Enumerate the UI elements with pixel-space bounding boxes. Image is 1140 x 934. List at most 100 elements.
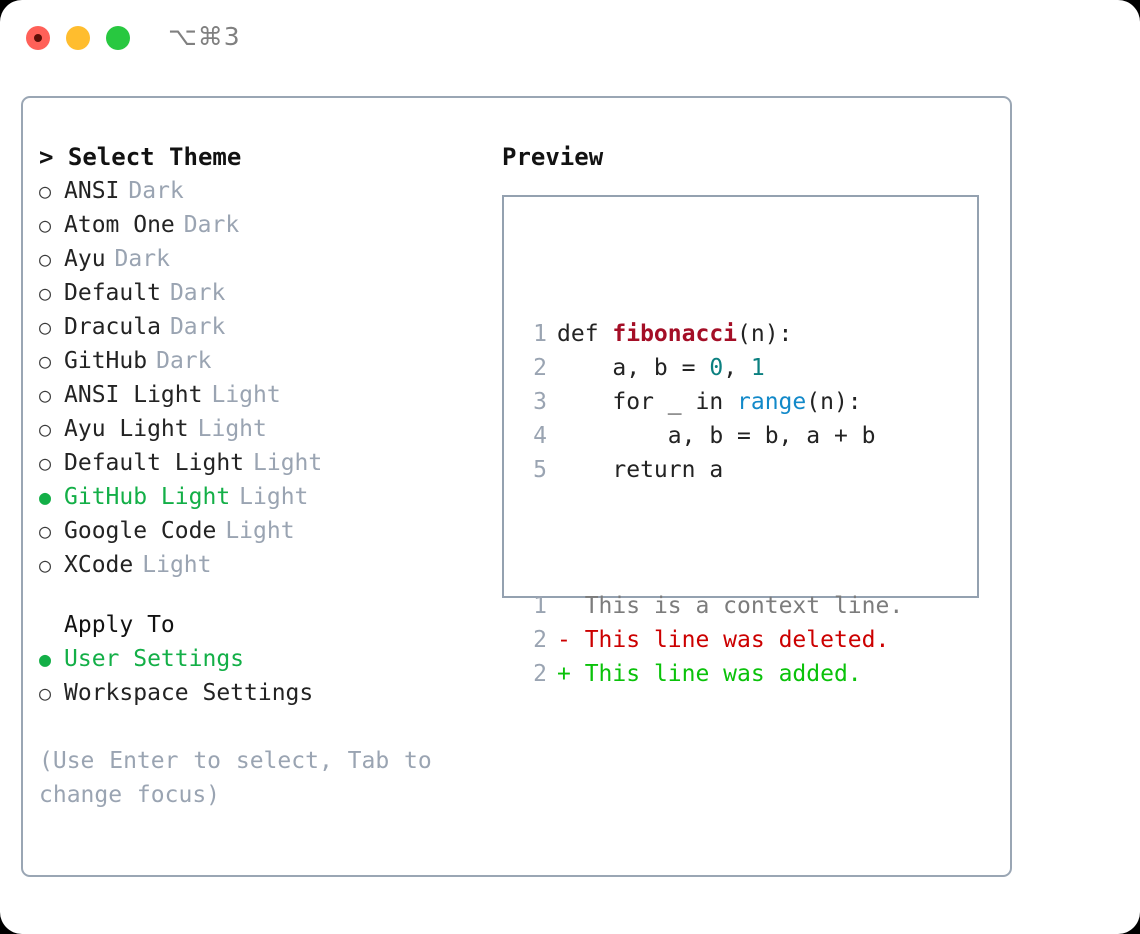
diff-text: This line was deleted.: [584, 627, 890, 653]
theme-variant-label: Light: [211, 382, 281, 408]
diff-marker: -: [557, 627, 585, 653]
apply-to-label: User Settings: [64, 646, 245, 672]
code-token: a, b = b, a + b: [557, 423, 876, 449]
theme-option-row[interactable]: ○ Ayu Light Light: [39, 412, 499, 446]
minimize-button[interactable]: [66, 26, 90, 50]
diff-text: This is a context line.: [584, 593, 904, 619]
diff-marker: [557, 593, 585, 619]
keyboard-hint-text: (Use Enter to select, Tab to change focu…: [39, 748, 432, 808]
code-line: 5 return a: [523, 453, 903, 487]
theme-option-row[interactable]: ○ ANSI Light Light: [39, 378, 499, 412]
theme-variant-label: Dark: [183, 212, 240, 238]
theme-option-row[interactable]: ○ GitHub Dark: [39, 344, 499, 378]
theme-variant-label: Dark: [114, 246, 170, 272]
radio-unselected-icon[interactable]: ○: [39, 519, 52, 543]
theme-option-row[interactable]: ○ Ayu Dark: [39, 242, 499, 276]
window-controls: [26, 26, 130, 50]
theme-option-row[interactable]: ○ Atom One Dark: [39, 208, 499, 242]
diff-lines: 1 This is a context line.2- This line wa…: [523, 589, 903, 691]
apply-to-option-row[interactable]: ○ Workspace Settings: [39, 676, 499, 710]
theme-variant-label: Light: [197, 416, 267, 442]
close-button[interactable]: [26, 26, 50, 50]
theme-variant-label: Dark: [128, 178, 184, 204]
theme-option-row[interactable]: ○ Default Light Light: [39, 446, 499, 480]
radio-unselected-icon[interactable]: ○: [39, 417, 52, 441]
apply-to-option-row[interactable]: ● User Settings: [39, 642, 499, 676]
theme-name-label: GitHub Light: [64, 484, 231, 510]
zoom-button[interactable]: [106, 26, 130, 50]
code-line: 4 a, b = b, a + b: [523, 419, 903, 453]
radio-unselected-icon[interactable]: ○: [39, 681, 52, 705]
theme-variant-label: Dark: [169, 314, 226, 340]
apply-to-label: Workspace Settings: [64, 680, 314, 706]
line-number: 5: [533, 457, 547, 483]
theme-option-row[interactable]: ○ XCode Light: [39, 548, 499, 582]
theme-name-label: GitHub: [64, 348, 148, 374]
apply-to-list[interactable]: ● User Settings ○ Workspace Settings: [39, 642, 499, 710]
theme-name-label: XCode: [64, 552, 134, 578]
code-token: for _ in: [557, 389, 738, 415]
radio-unselected-icon[interactable]: ○: [39, 213, 52, 237]
radio-unselected-icon[interactable]: ○: [39, 179, 52, 203]
radio-unselected-icon[interactable]: ○: [39, 451, 52, 475]
theme-name-label: Atom One: [64, 212, 175, 238]
code-line: 2 a, b = 0, 1: [523, 351, 903, 385]
diff-line: 2+ This line was added.: [523, 657, 903, 691]
radio-unselected-icon[interactable]: ○: [39, 247, 52, 271]
theme-name-label: Dracula: [64, 314, 161, 340]
diff-line: 2- This line was deleted.: [523, 623, 903, 657]
theme-name-label: Ayu Light: [64, 416, 189, 442]
line-number: 3: [533, 389, 547, 415]
code-token: a, b =: [557, 355, 710, 381]
title-bar: ⌥⌘3: [0, 0, 1140, 76]
theme-variant-label: Light: [239, 484, 309, 510]
radio-selected-icon[interactable]: ●: [39, 647, 52, 671]
radio-unselected-icon[interactable]: ○: [39, 349, 52, 373]
diff-line: 1 This is a context line.: [523, 589, 903, 623]
code-token: ,: [723, 355, 751, 381]
radio-unselected-icon[interactable]: ○: [39, 281, 52, 305]
code-line: 3 for _ in range(n):: [523, 385, 903, 419]
apply-to-section: Apply To ● User Settings ○ Workspace Settin…: [39, 608, 499, 710]
theme-option-row[interactable]: ○ Dracula Dark: [39, 310, 499, 344]
theme-option-row[interactable]: ○ ANSI Dark: [39, 174, 499, 208]
diff-text: This line was added.: [584, 661, 862, 687]
radio-unselected-icon[interactable]: ○: [39, 383, 52, 407]
code-token: fibonacci: [612, 321, 738, 347]
theme-name-label: ANSI Light: [64, 382, 203, 408]
line-number: 4: [533, 423, 547, 449]
theme-variant-label: Light: [142, 552, 212, 578]
code-token: return a: [557, 457, 724, 483]
code-token: (n):: [737, 321, 793, 347]
theme-variant-label: Dark: [156, 348, 212, 374]
theme-option-row[interactable]: ○ Google Code Light: [39, 514, 499, 548]
theme-name-label: Ayu: [64, 246, 106, 272]
radio-unselected-icon[interactable]: ○: [39, 315, 52, 339]
radio-selected-icon[interactable]: ●: [39, 485, 52, 509]
theme-name-label: ANSI: [64, 178, 120, 204]
theme-variant-label: Light: [253, 450, 323, 476]
theme-name-label: Google Code: [64, 518, 217, 544]
diff-line-number: 2: [533, 627, 547, 653]
theme-variant-label: Dark: [169, 280, 226, 306]
line-number: 1: [533, 321, 547, 347]
keyboard-shortcut-label: ⌥⌘3: [168, 22, 241, 51]
apply-to-heading: Apply To: [64, 612, 175, 638]
theme-variant-label: Light: [225, 518, 295, 544]
code-token: def: [557, 321, 613, 347]
diff-line-number: 1: [533, 593, 547, 619]
theme-name-label: Default Light: [64, 450, 245, 476]
code-token: 0: [709, 355, 724, 381]
radio-unselected-icon[interactable]: ○: [39, 553, 52, 577]
code-token: range: [737, 389, 807, 415]
theme-option-row[interactable]: ● GitHub Light Light: [39, 480, 499, 514]
